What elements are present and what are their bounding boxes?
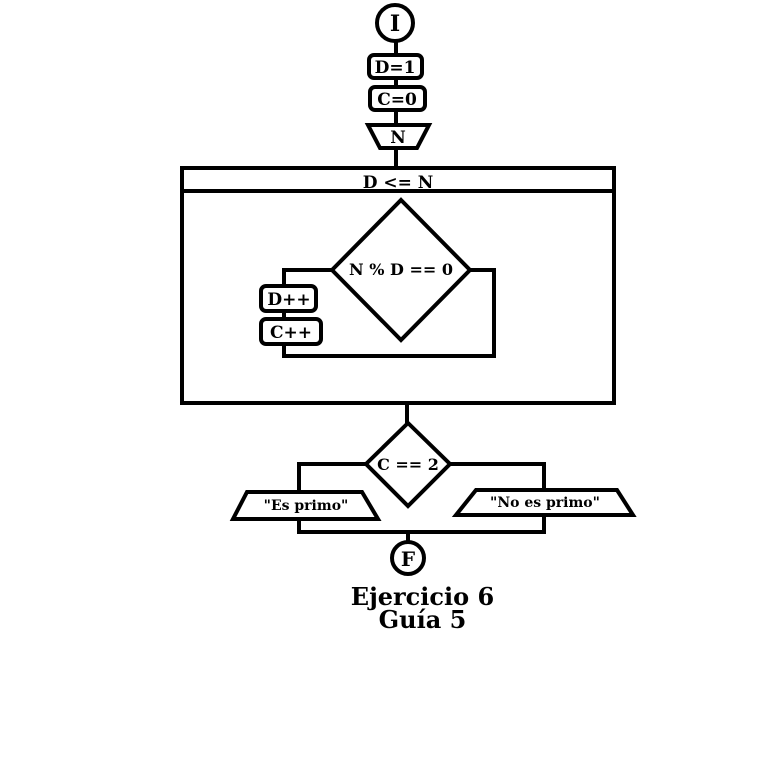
caption-line-2: Guía 5 bbox=[378, 605, 467, 634]
process-inc-c: C++ bbox=[259, 317, 323, 346]
init-c-label: C=0 bbox=[377, 90, 417, 110]
final-decision: C == 2 bbox=[363, 420, 453, 509]
output-not-prime-label: "No es primo" bbox=[490, 495, 600, 511]
input-n-label: N bbox=[390, 128, 406, 148]
output-prime-label: "Es primo" bbox=[264, 498, 349, 514]
inc-d-label: D++ bbox=[267, 290, 310, 310]
process-init-c: C=0 bbox=[368, 85, 427, 112]
output-prime: "Es primo" bbox=[229, 490, 382, 521]
inner-decision: N % D == 0 bbox=[329, 197, 473, 343]
process-inc-d: D++ bbox=[259, 284, 318, 313]
loop-condition: D <= N bbox=[363, 173, 434, 193]
output-not-prime: "No es primo" bbox=[451, 488, 637, 517]
start-terminal: I bbox=[375, 3, 415, 43]
inc-c-label: C++ bbox=[270, 323, 312, 343]
caption-line-1: Ejercicio 6 bbox=[350, 582, 495, 611]
inner-decision-label: N % D == 0 bbox=[349, 260, 453, 279]
end-label: F bbox=[401, 547, 415, 571]
process-init-d: D=1 bbox=[367, 53, 424, 80]
end-terminal: F bbox=[390, 540, 426, 576]
start-label: I bbox=[390, 11, 400, 37]
final-decision-label: C == 2 bbox=[377, 455, 439, 474]
input-n: N bbox=[364, 123, 433, 150]
init-d-label: D=1 bbox=[375, 58, 416, 78]
